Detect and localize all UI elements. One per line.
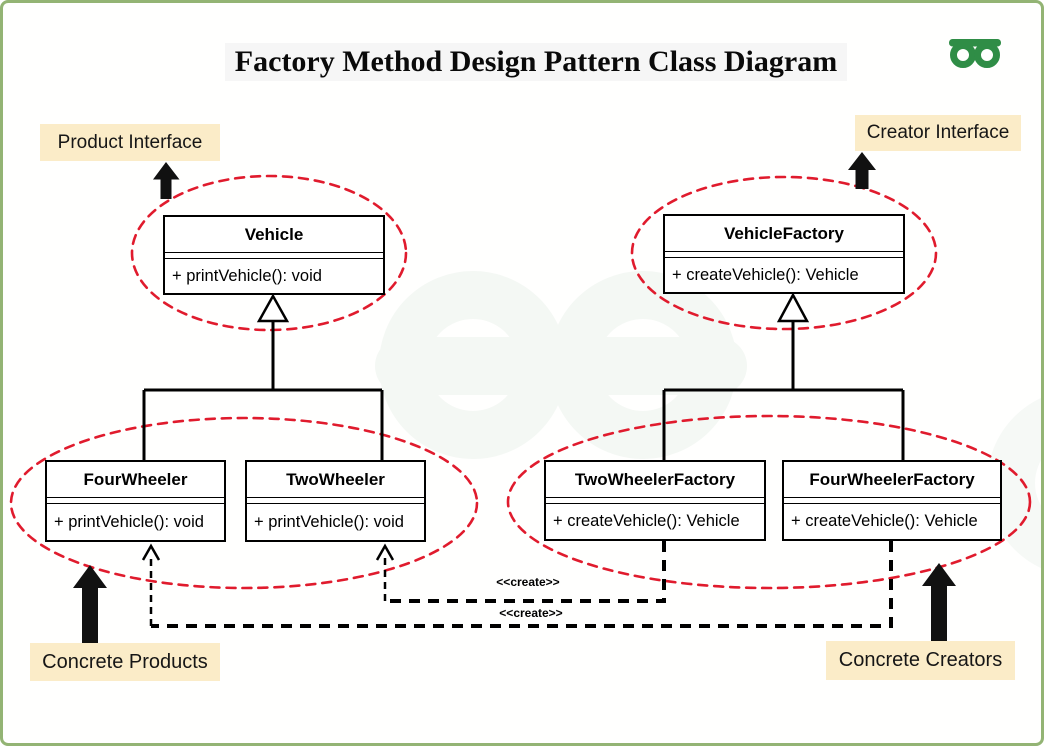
class-box-four-wheeler-factory: FourWheelerFactory + createVehicle(): Ve… — [782, 460, 1002, 541]
class-name: Vehicle — [165, 217, 383, 253]
class-method: + printVehicle(): void — [54, 512, 204, 531]
concrete-creators-arrow-icon — [922, 563, 956, 642]
factory-inheritance-connector — [662, 319, 905, 460]
open-arrowhead-icon — [375, 543, 395, 561]
create-arrow-fourwheeler — [141, 541, 893, 628]
geeksforgeeks-logo-icon — [949, 39, 1001, 68]
callout-arrows — [73, 152, 956, 644]
class-name: FourWheelerFactory — [784, 462, 1000, 498]
vehicle-generalization-triangle-icon — [256, 293, 290, 323]
class-attributes-compartment — [665, 252, 903, 258]
class-attributes-compartment — [47, 498, 224, 504]
highlight-ellipses — [9, 174, 1032, 590]
class-attributes-compartment — [165, 253, 383, 259]
vehicle-inheritance-connector — [142, 319, 384, 460]
label-concrete-creators: Concrete Creators — [826, 641, 1015, 680]
open-arrowhead-icon — [141, 543, 161, 561]
class-attributes-compartment — [247, 498, 424, 504]
class-method: + createVehicle(): Vehicle — [672, 265, 859, 284]
concrete-products-ellipse — [9, 416, 479, 590]
product-interface-arrow-icon — [153, 162, 180, 199]
label-concrete-products: Concrete Products — [30, 643, 220, 681]
class-box-two-wheeler: TwoWheeler + printVehicle(): void — [245, 460, 426, 542]
create-arrow-twowheeler — [375, 541, 666, 603]
class-method: + printVehicle(): void — [172, 266, 322, 285]
class-method: + createVehicle(): Vehicle — [553, 512, 740, 530]
class-attributes-compartment — [546, 498, 764, 504]
create-stereotype-label: <<create>> — [499, 606, 563, 620]
label-product-interface: Product Interface — [40, 124, 220, 161]
class-name: VehicleFactory — [665, 216, 903, 252]
creator-interface-arrow-icon — [848, 152, 876, 189]
geeksforgeeks-watermark-icon — [375, 271, 1041, 569]
class-method: + createVehicle(): Vehicle — [791, 512, 978, 530]
class-attributes-compartment — [784, 498, 1000, 504]
class-name: FourWheeler — [47, 462, 224, 498]
class-name: TwoWheeler — [247, 462, 424, 498]
creator-interface-ellipse — [630, 175, 938, 331]
concrete-creators-ellipse — [506, 414, 1032, 590]
factory-generalization-triangle-icon — [776, 292, 810, 323]
create-stereotype-label: <<create>> — [496, 575, 560, 589]
class-box-vehicle-factory: VehicleFactory + createVehicle(): Vehicl… — [663, 214, 905, 294]
class-box-vehicle: Vehicle + printVehicle(): void — [163, 215, 385, 295]
concrete-products-arrow-icon — [73, 565, 107, 644]
class-box-two-wheeler-factory: TwoWheelerFactory + createVehicle(): Veh… — [544, 460, 766, 541]
diagram-shapes-layer — [9, 39, 1041, 644]
label-creator-interface: Creator Interface — [855, 115, 1021, 151]
class-method: + printVehicle(): void — [254, 512, 404, 531]
product-interface-ellipse — [130, 174, 408, 332]
page-title: Factory Method Design Pattern Class Diag… — [225, 43, 847, 81]
class-box-four-wheeler: FourWheeler + printVehicle(): void — [45, 460, 226, 542]
class-name: TwoWheelerFactory — [546, 462, 764, 498]
